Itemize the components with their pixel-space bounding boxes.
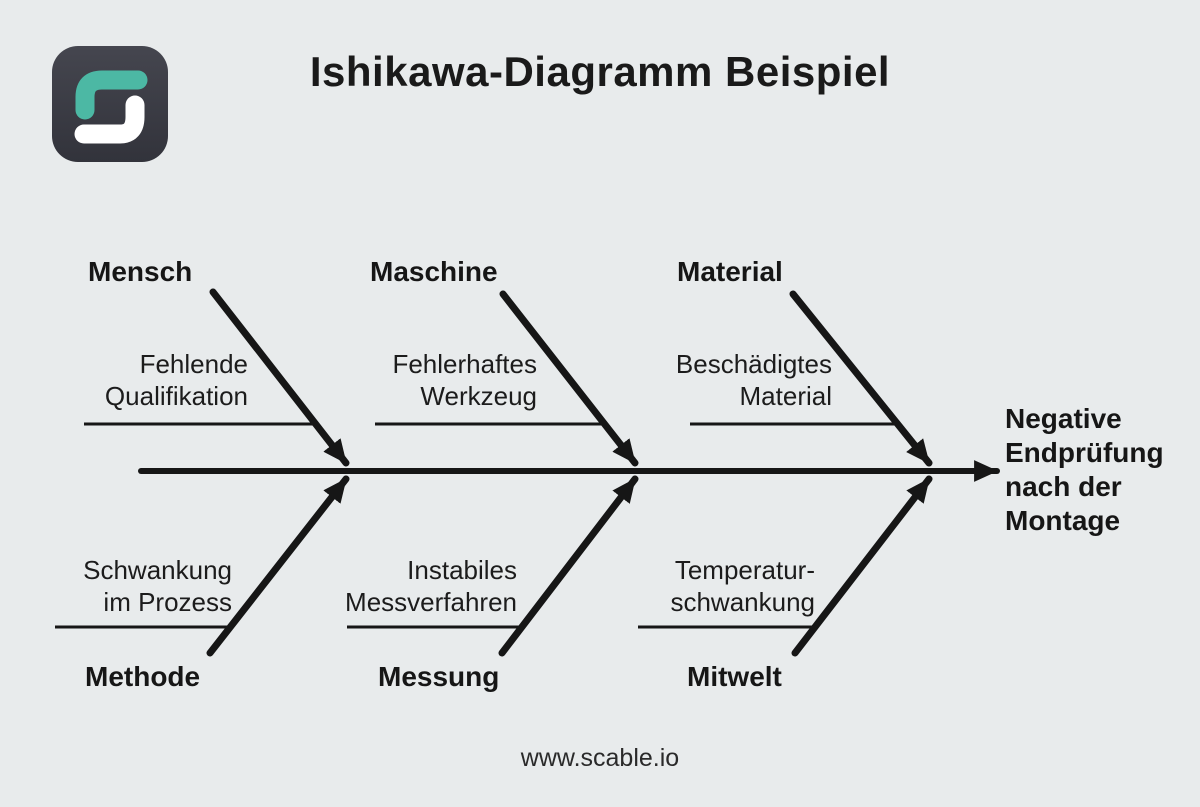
branch-arrow-methode [206,475,350,657]
page-title: Ishikawa-Diagramm Beispiel [309,48,891,95]
category-label-methode: Methode [85,661,201,692]
branch-arrow-messung [498,475,639,657]
scable-logo [52,46,168,162]
category-label-mensch: Mensch [88,256,193,287]
cause-text-schwankung-im-prozess: Schwankung im Prozess [83,555,232,617]
category-label-messung: Messung [378,661,500,692]
logo-s-top-hook-icon [75,70,148,120]
footer-url: www.scable.io [520,744,680,772]
cause-text-temperaturschwankung: Temperatur- schwankung [670,555,815,617]
category-label-material: Material [677,256,783,287]
category-label-maschine: Maschine [370,256,498,287]
cause-text-fehlerhaftes-werkzeug: Fehlerhaftes Werkzeug [392,349,537,411]
branch-arrow-maschine [499,290,639,467]
cause-text-instabiles-messverfahren: Instabiles Messverfahren [345,555,517,617]
branch-arrow-mensch [209,288,350,467]
category-label-mitwelt: Mitwelt [687,661,782,692]
branch-arrow-mitwelt [791,475,933,657]
effect-text: Negative Endprüfung nach der Montage [1005,403,1164,536]
branch-arrow-material [789,290,933,467]
cause-text-beschaedigtes-material: Beschädigtes Material [675,349,832,411]
logo-s-bottom-hook-icon [74,95,145,144]
cause-text-fehlende-qualifikation: Fehlende Qualifikation [104,349,248,411]
